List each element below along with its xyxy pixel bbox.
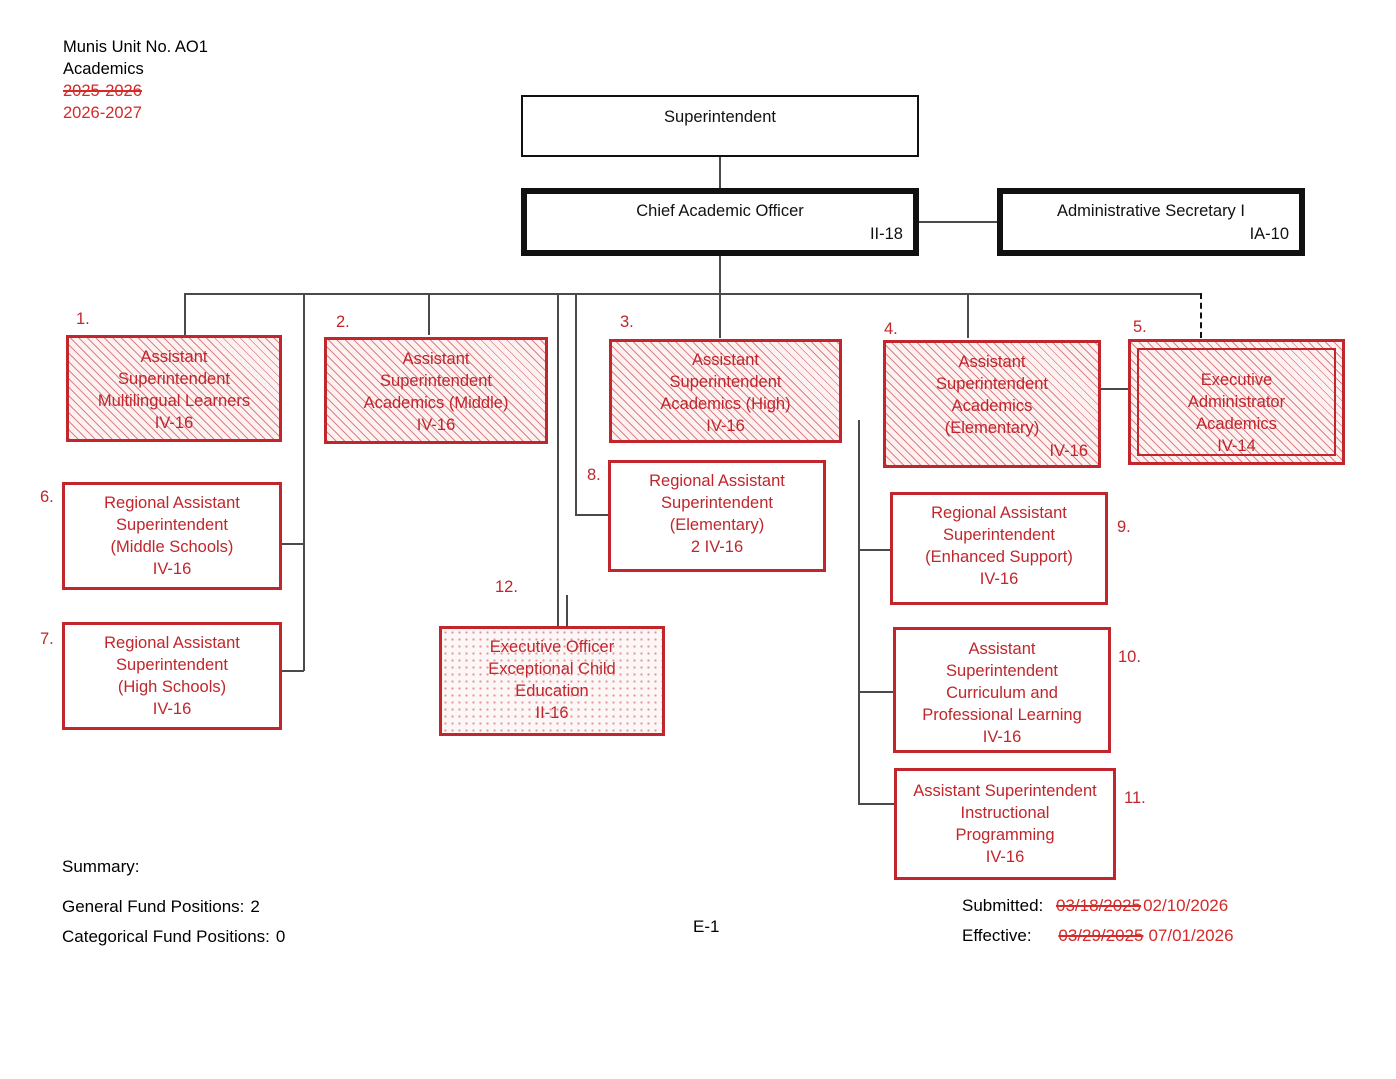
box-10-number: 10. xyxy=(1118,648,1141,666)
connector-cao-to-secretary xyxy=(918,221,998,223)
summary-block: Summary: General Fund Positions: 2 Catego… xyxy=(62,852,285,952)
summary-heading: Summary: xyxy=(62,857,140,876)
effective-label: Effective: xyxy=(962,926,1032,945)
box-3-number: 3. xyxy=(620,313,634,331)
connector-stub-b7 xyxy=(281,670,304,672)
page-number: E-1 xyxy=(693,917,720,936)
box-regional-asst-supt-high-schools[interactable]: Regional Assistant Superintendent (High … xyxy=(62,622,282,730)
effective-date-old: 03/29/2025 xyxy=(1058,926,1144,945)
box-7-number: 7. xyxy=(40,630,54,648)
summary-general-fund-value: 2 xyxy=(250,897,260,916)
box-executive-officer-exceptional-child-education[interactable]: Executive Officer Exceptional Child Educ… xyxy=(439,626,665,736)
summary-categorical-fund-label: Categorical Fund Positions: xyxy=(62,927,270,946)
effective-date-new: 07/01/2026 xyxy=(1148,926,1234,945)
box-11-number: 11. xyxy=(1124,789,1146,807)
box-6-number: 6. xyxy=(40,488,54,506)
administrative-secretary-grade: IA-10 xyxy=(1249,225,1289,243)
box-6-text: Regional Assistant Superintendent (Middl… xyxy=(104,494,240,578)
connector-drop-b12 xyxy=(566,595,568,628)
box-11-text: Assistant Superintendent Instructional P… xyxy=(913,782,1097,866)
box-superintendent[interactable]: Superintendent xyxy=(521,95,919,157)
box-assistant-supt-multilingual-learners[interactable]: Assistant Superintendent Multilingual Le… xyxy=(66,335,282,442)
summary-general-fund-label: General Fund Positions: xyxy=(62,897,245,916)
box-12-text: Executive Officer Exceptional Child Educ… xyxy=(488,638,616,722)
box-assistant-supt-academics-middle[interactable]: Assistant Superintendent Academics (Midd… xyxy=(324,337,548,444)
box-assistant-supt-academics-high[interactable]: Assistant Superintendent Academics (High… xyxy=(609,339,842,443)
box-12-number: 12. xyxy=(495,578,518,596)
box-5-text: Executive Administrator Academics IV-14 xyxy=(1187,371,1286,455)
connector-stub-b6 xyxy=(281,543,304,545)
box-4-text: Assistant Superintendent Academics (Elem… xyxy=(936,353,1048,437)
summary-categorical-fund-value: 0 xyxy=(275,927,286,946)
box-5-number: 5. xyxy=(1133,318,1147,336)
box-executive-administrator-academics[interactable]: Executive Administrator Academics IV-14 xyxy=(1128,339,1345,465)
administrative-secretary-title: Administrative Secretary I xyxy=(1057,202,1245,220)
connector-stub-b8 xyxy=(575,514,608,516)
submitted-date-new: 02/10/2026 xyxy=(1143,896,1229,915)
connector-drop-b2 xyxy=(428,293,430,335)
connector-main-bus xyxy=(184,293,1201,295)
chief-academic-officer-grade: II-18 xyxy=(869,225,903,243)
box-4-number: 4. xyxy=(884,320,898,338)
box-administrative-secretary[interactable]: Administrative Secretary I IA-10 xyxy=(997,188,1305,256)
box-4-grade: IV-16 xyxy=(1049,442,1088,460)
connector-cao-down xyxy=(719,256,721,293)
box-8-number: 8. xyxy=(587,466,601,484)
connector-b4-to-b5 xyxy=(1101,388,1128,390)
superintendent-title: Superintendent xyxy=(664,108,776,126)
connector-spine-b8 xyxy=(575,293,577,515)
submitted-label: Submitted: xyxy=(962,896,1044,915)
box-assistant-supt-curriculum-professional-learning[interactable]: Assistant Superintendent Curriculum and … xyxy=(893,627,1111,753)
connector-stub-b9 xyxy=(858,549,891,551)
chart-header: Munis Unit No. AO1 Academics 2025-2026 2… xyxy=(63,36,208,124)
connector-supt-to-cao xyxy=(719,157,721,188)
box-regional-asst-supt-enhanced-support[interactable]: Regional Assistant Superintendent (Enhan… xyxy=(890,492,1108,605)
connector-stub-b10 xyxy=(858,691,894,693)
chief-academic-officer-title: Chief Academic Officer xyxy=(636,202,804,220)
box-3-text: Assistant Superintendent Academics (High… xyxy=(660,351,791,435)
box-regional-asst-supt-middle-schools[interactable]: Regional Assistant Superintendent (Middl… xyxy=(62,482,282,590)
box-10-text: Assistant Superintendent Curriculum and … xyxy=(922,640,1082,746)
munis-unit-line: Munis Unit No. AO1 xyxy=(63,38,208,56)
box-regional-asst-supt-elementary[interactable]: Regional Assistant Superintendent (Eleme… xyxy=(608,460,826,572)
box-1-text: Assistant Superintendent Multilingual Le… xyxy=(97,348,251,432)
summary-general-fund-row: General Fund Positions: 2 xyxy=(62,892,285,922)
box-assistant-supt-academics-elementary[interactable]: Assistant Superintendent Academics (Elem… xyxy=(883,340,1101,468)
box-2-number: 2. xyxy=(336,313,350,331)
box-8-text: Regional Assistant Superintendent (Eleme… xyxy=(649,472,785,556)
box-1-number: 1. xyxy=(76,310,90,328)
connector-drop-b4 xyxy=(967,293,969,338)
connector-drop-b1 xyxy=(184,293,186,335)
fiscal-year-old: 2025-2026 xyxy=(63,82,142,100)
box-assistant-supt-instructional-programming[interactable]: Assistant Superintendent Instructional P… xyxy=(894,768,1116,880)
connector-spine-left xyxy=(303,293,305,671)
box-chief-academic-officer[interactable]: Chief Academic Officer II-18 xyxy=(521,188,919,256)
connector-drop-b5-dashed xyxy=(1200,293,1202,338)
summary-categorical-fund-row: Categorical Fund Positions: 0 xyxy=(62,922,285,952)
connector-spine-b12 xyxy=(557,293,559,627)
box-9-number: 9. xyxy=(1117,518,1131,536)
box-2-text: Assistant Superintendent Academics (Midd… xyxy=(363,350,509,434)
connector-spine-right xyxy=(858,420,860,804)
fiscal-year-new: 2026-2027 xyxy=(63,104,142,122)
box-7-text: Regional Assistant Superintendent (High … xyxy=(104,634,240,718)
department-line: Academics xyxy=(63,60,144,78)
submitted-date-old: 03/18/2025 xyxy=(1056,896,1142,915)
box-9-text: Regional Assistant Superintendent (Enhan… xyxy=(925,504,1073,588)
connector-stub-b11 xyxy=(858,803,894,805)
connector-drop-b3 xyxy=(719,293,721,338)
